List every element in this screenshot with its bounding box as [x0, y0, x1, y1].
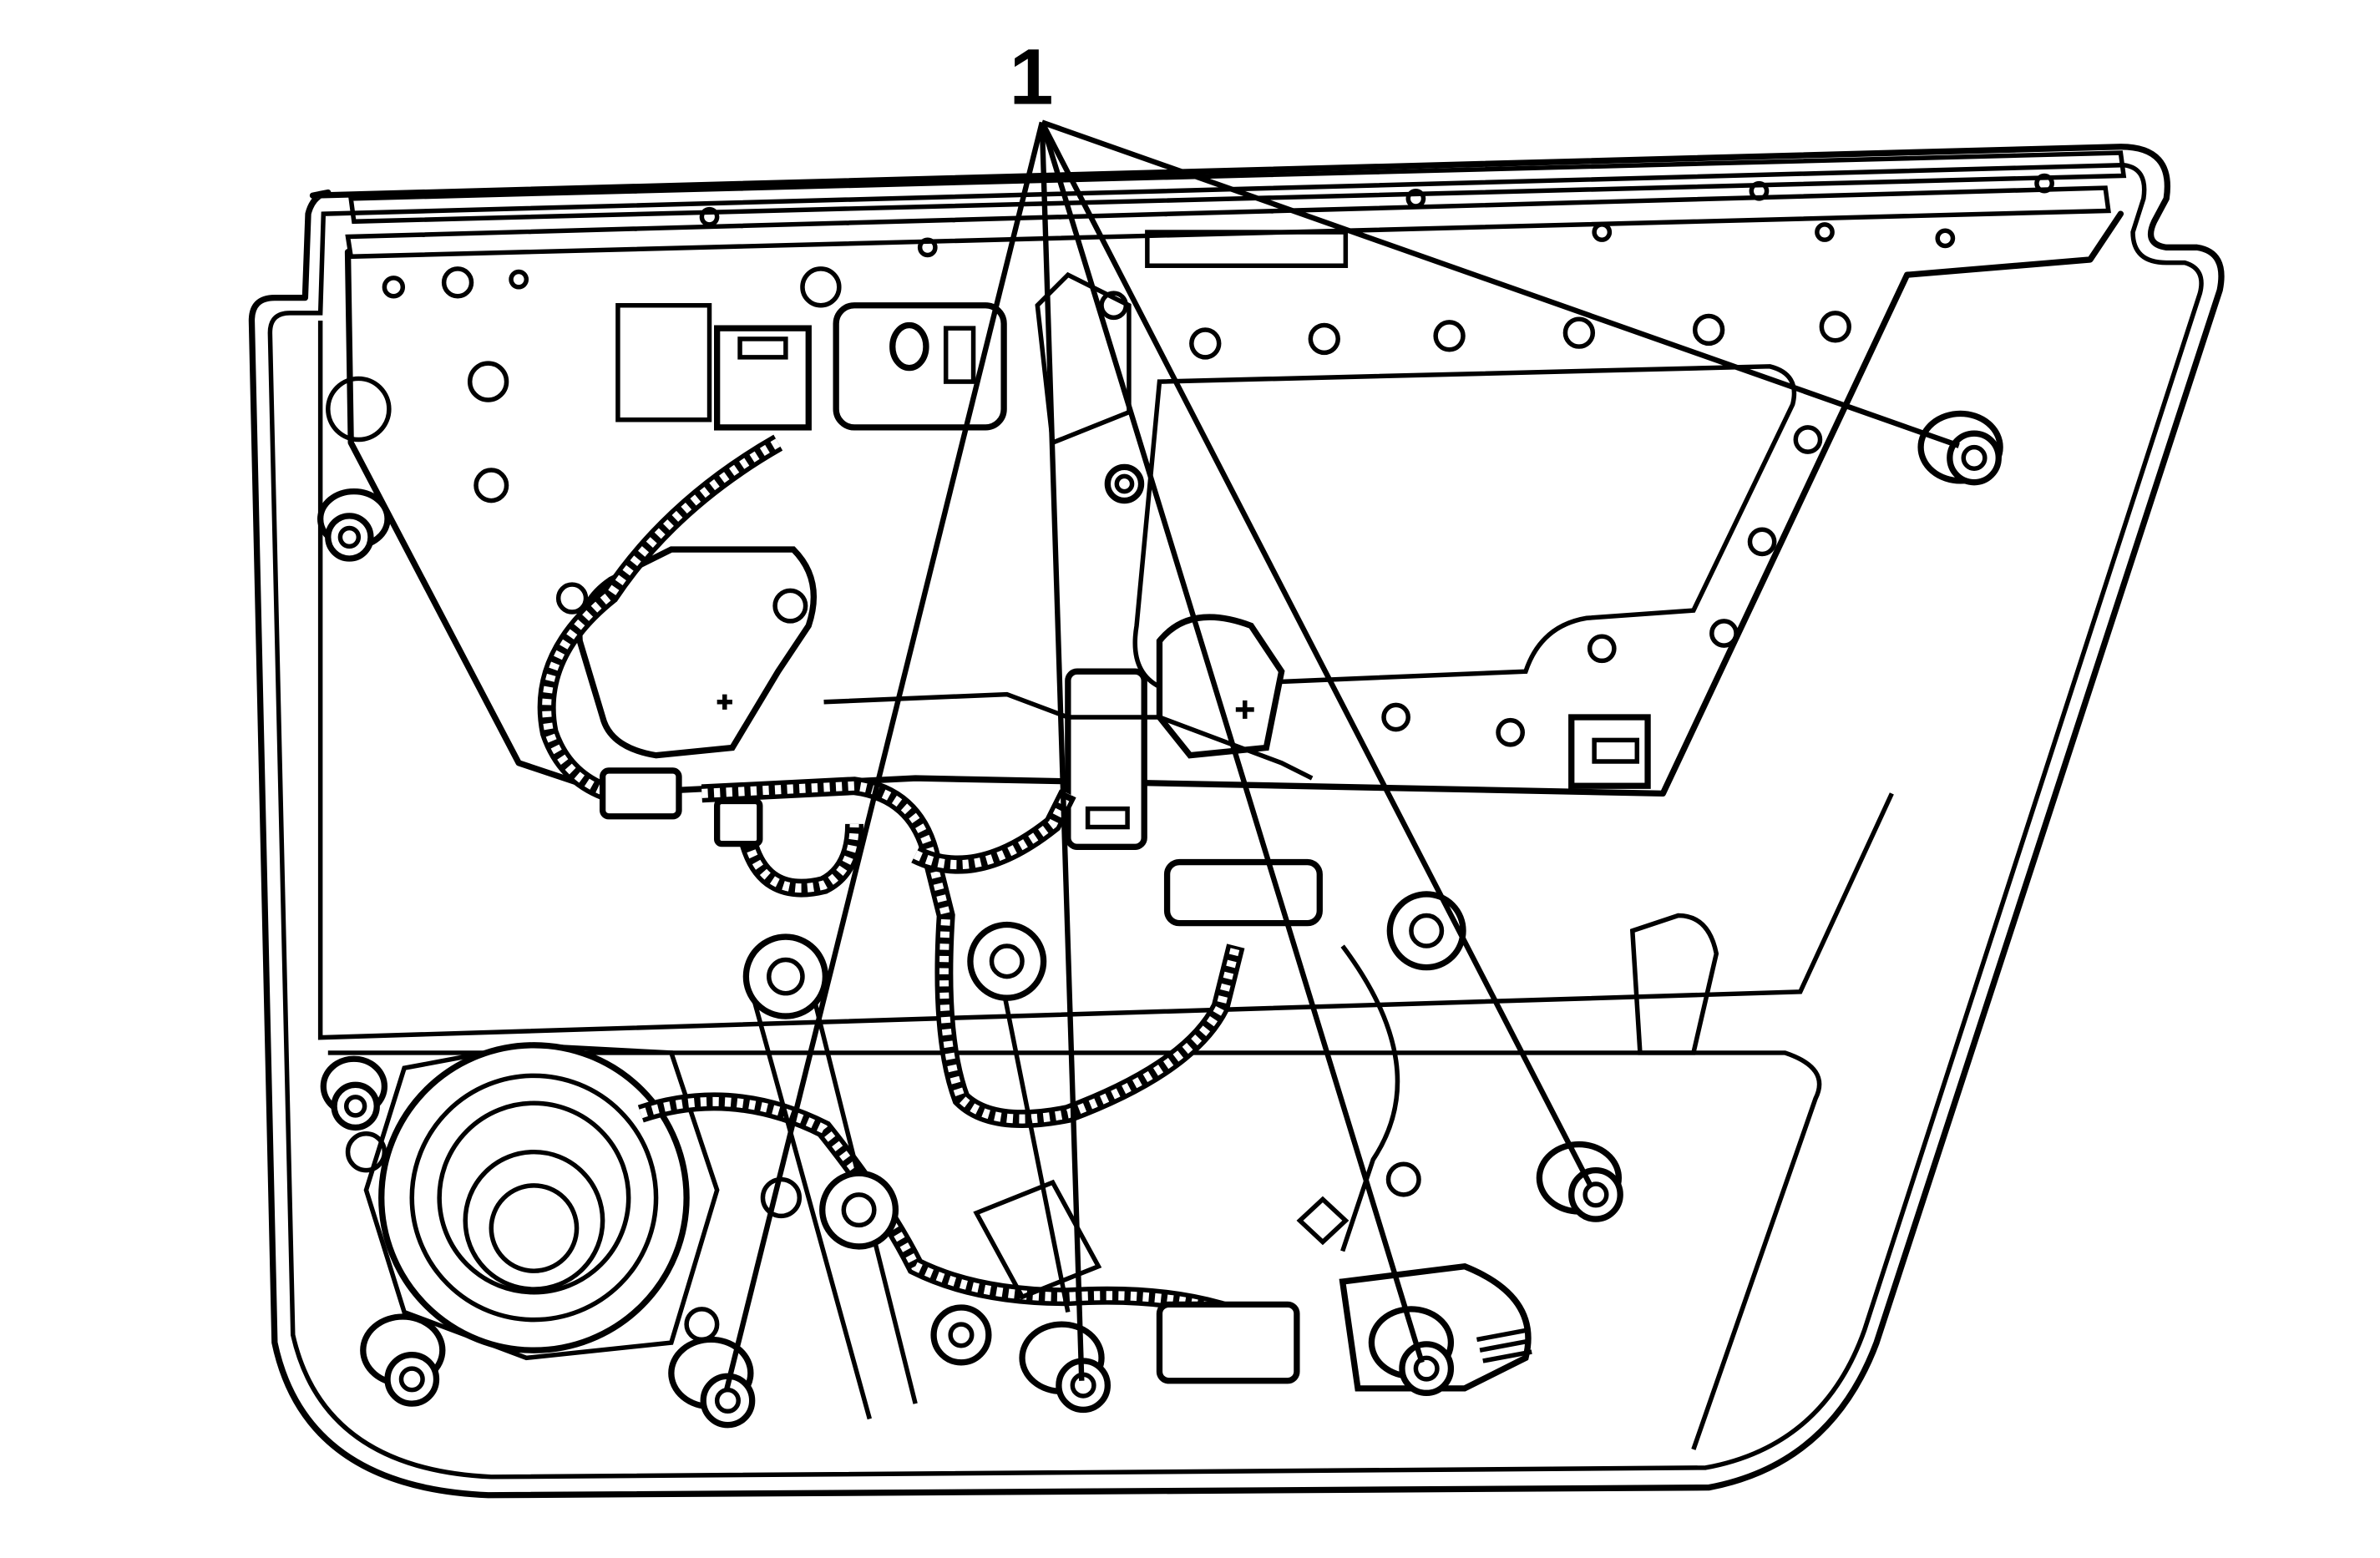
nut: [1536, 1141, 1623, 1222]
nut: [1368, 1306, 1455, 1396]
door-panel-outline: [248, 144, 2225, 1499]
speaker: [363, 1042, 720, 1361]
leader-line: [1039, 121, 1425, 1363]
leader-line: [1039, 122, 1085, 1381]
nut: [316, 488, 391, 562]
nut: [320, 1055, 388, 1131]
leader-line: [723, 121, 1045, 1393]
nut: [668, 1336, 756, 1429]
wiring-harness: [537, 434, 1271, 1336]
window-regulator: [576, 546, 1314, 850]
callout-label: 1: [1010, 33, 1054, 122]
nut: [1917, 410, 2003, 486]
nut: [1104, 463, 1145, 504]
nut: [360, 1313, 446, 1407]
leader-line: [1041, 119, 1960, 448]
leader-line: [1039, 121, 1594, 1189]
stud: [1476, 1328, 1532, 1363]
door-handle-module: [615, 230, 1349, 447]
nut: [1019, 1321, 1111, 1414]
inner-panel: [317, 210, 2124, 1450]
callout-1: 1: [723, 33, 1960, 1393]
panel-cutout: [1132, 364, 1797, 1055]
